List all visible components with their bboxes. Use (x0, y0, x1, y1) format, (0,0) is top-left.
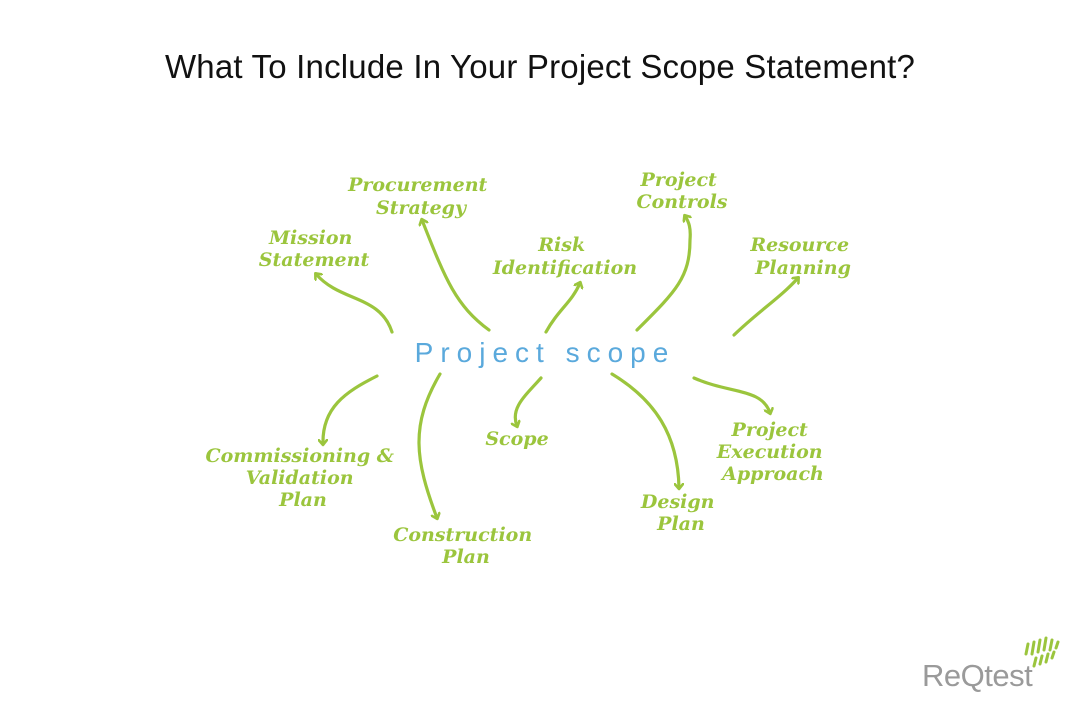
arrow-to-project-controls (635, 216, 690, 332)
reqtest-logo: ReQtest (922, 636, 1072, 696)
node-project-execution-approach: Project Execution Approach (716, 419, 829, 485)
logo-mark-icon (1024, 636, 1060, 668)
arrow-to-mission-statement (316, 274, 394, 334)
arrow-to-scope (515, 376, 543, 426)
node-procurement-strategy: Procurement Strategy (347, 174, 494, 219)
page-title: What To Include In Your Project Scope St… (164, 48, 916, 85)
node-design-plan: Design Plan (640, 491, 721, 535)
node-commissioning-validation-plan: Commissioning & Validation Plan (205, 445, 400, 511)
node-scope: Scope (485, 428, 548, 450)
arrow-to-risk-identification (544, 283, 580, 334)
arrow-to-procurement-strategy (422, 220, 491, 332)
arrow-to-project-execution-approach (692, 376, 770, 413)
arrow-to-construction-plan (417, 372, 442, 518)
node-mission-statement: Mission Statement (259, 227, 370, 271)
center-label: Project scope (415, 337, 676, 368)
arrow-to-resource-planning (732, 278, 798, 337)
arrow-to-design-plan (610, 372, 679, 488)
logo-wordmark: ReQtest (922, 658, 1033, 693)
node-project-controls: Project Controls (637, 169, 728, 213)
node-construction-plan: Construction Plan (393, 524, 539, 568)
arrow-to-commissioning-validation-plan (323, 374, 379, 444)
node-risk-identification: Risk Identification (492, 234, 637, 279)
node-resource-planning: Resource Planning (749, 234, 855, 279)
